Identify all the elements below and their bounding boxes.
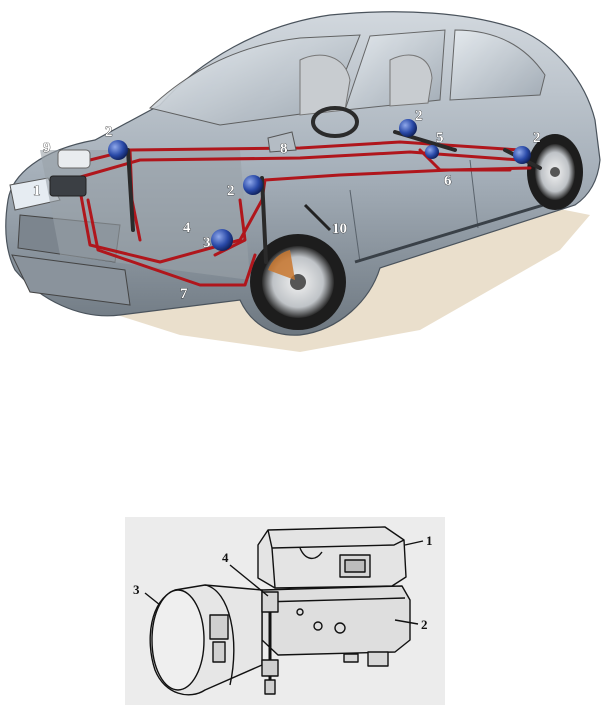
steering-wheel xyxy=(311,106,359,138)
label-2: 2 xyxy=(421,617,428,632)
sphere xyxy=(243,175,263,195)
rear-wheel xyxy=(527,134,583,210)
label-3: 3 xyxy=(133,582,140,597)
door-line xyxy=(349,189,361,263)
pump-block xyxy=(49,175,87,197)
bottom-labels: 1 2 3 4 xyxy=(133,533,433,632)
label-2: 2 xyxy=(415,108,423,124)
sphere xyxy=(108,140,128,160)
side-window-rear xyxy=(449,29,546,101)
label-4: 4 xyxy=(222,550,229,565)
label-2: 2 xyxy=(227,183,235,199)
label-5: 5 xyxy=(436,130,444,146)
fluid-reservoir xyxy=(57,149,91,169)
sphere xyxy=(399,119,417,137)
sill xyxy=(354,198,561,264)
pump-unit-illustration xyxy=(125,517,445,705)
label-2: 2 xyxy=(105,124,113,140)
seat xyxy=(299,54,351,116)
label-1: 1 xyxy=(426,533,433,548)
label-8: 8 xyxy=(280,141,288,157)
engine-bay xyxy=(40,150,250,280)
sphere xyxy=(513,146,531,164)
top-labels: 1 2 2 2 2 3 4 5 6 7 8 9 10 xyxy=(33,108,541,303)
label-7: 7 xyxy=(180,286,188,302)
front-wheel xyxy=(250,234,346,330)
pipe-fitting xyxy=(261,591,279,613)
front-bumper xyxy=(11,254,131,306)
label-3: 3 xyxy=(203,235,211,251)
label-4: 4 xyxy=(183,220,191,236)
label-9: 9 xyxy=(43,140,51,156)
label-10: 10 xyxy=(332,221,347,237)
control-unit xyxy=(257,526,407,589)
label-1: 1 xyxy=(33,183,41,199)
seat xyxy=(389,54,433,107)
sphere xyxy=(211,229,233,251)
hydraulic-block xyxy=(261,585,411,656)
label-2: 2 xyxy=(533,130,541,146)
side-mirror xyxy=(267,131,297,153)
car-illustration xyxy=(5,11,601,352)
front-arm xyxy=(303,203,332,232)
label-6: 6 xyxy=(444,173,452,189)
sphere xyxy=(425,145,439,159)
